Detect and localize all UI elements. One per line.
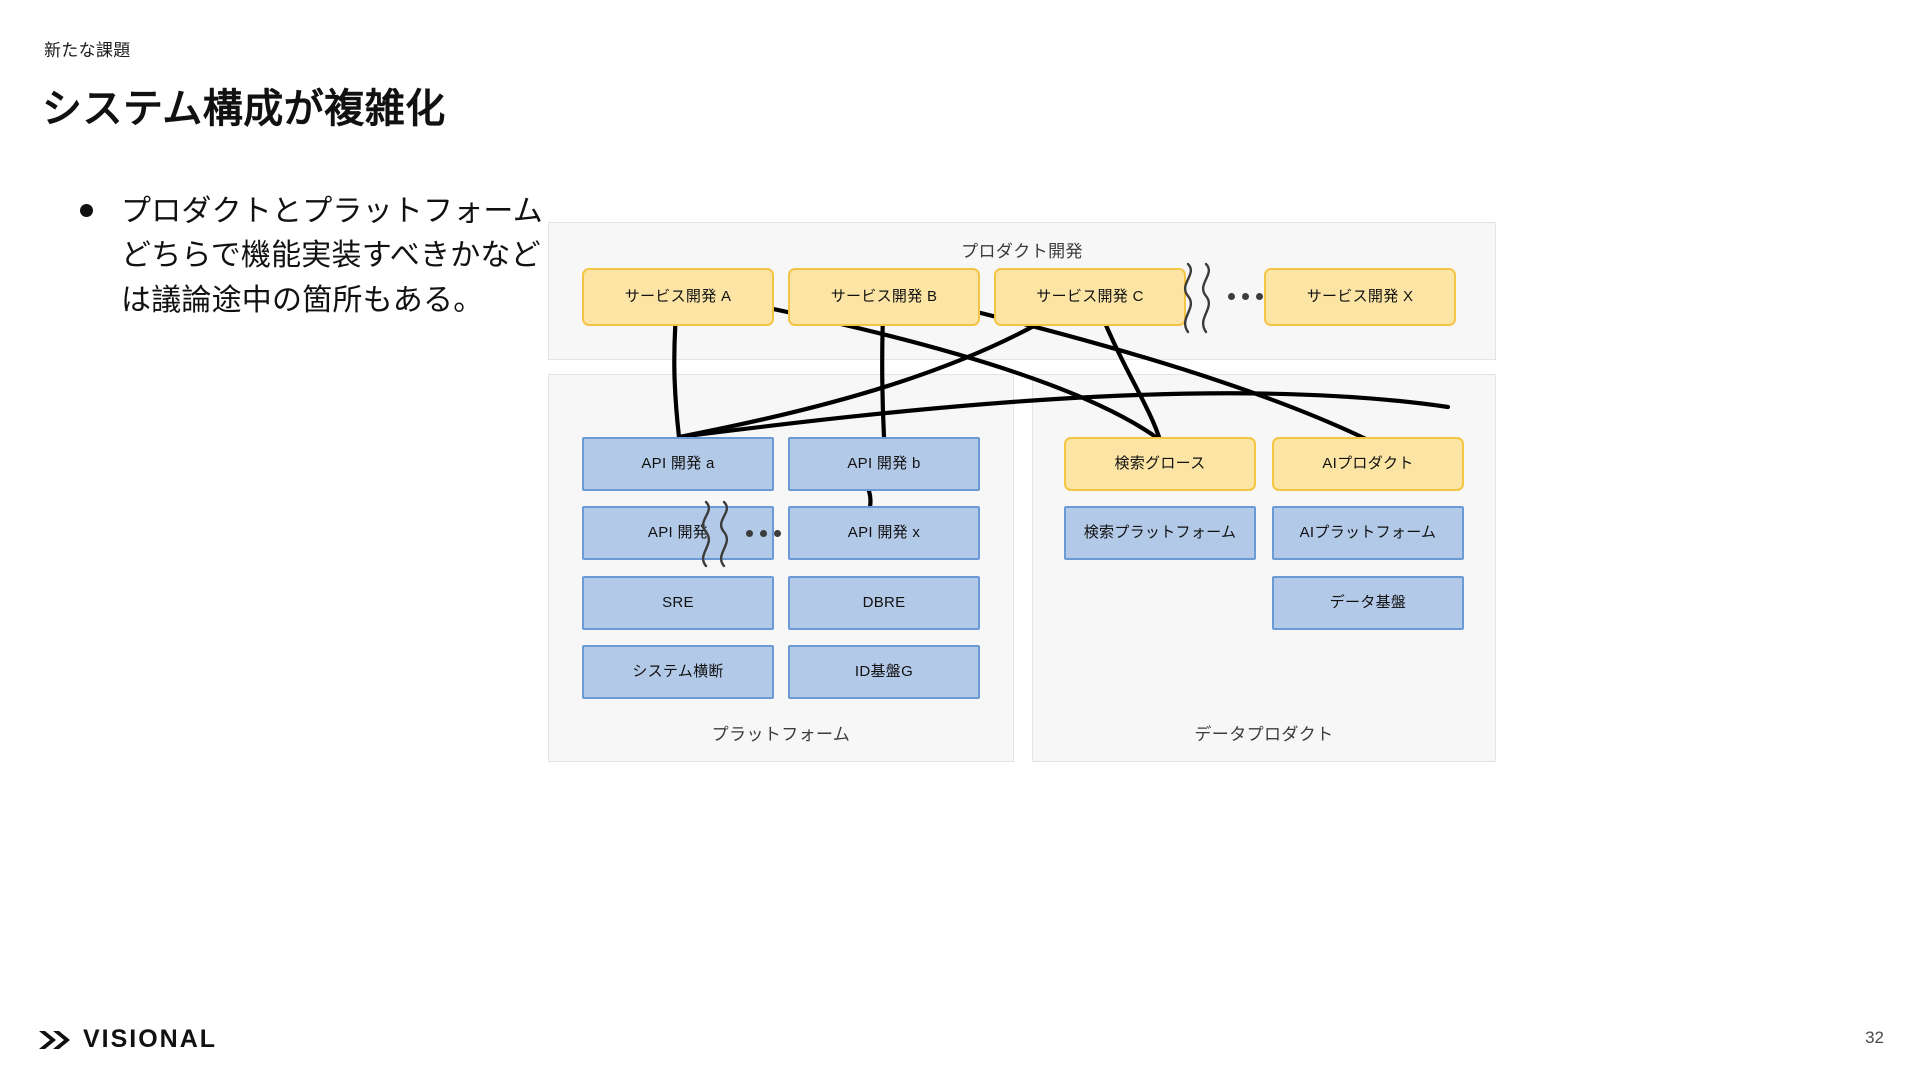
architecture-diagram: プロダクト開発 プラットフォーム データプロダクト (548, 222, 1496, 762)
node-system-cross[interactable]: システム横断 (582, 645, 774, 699)
node-search-growth[interactable]: 検索グロース (1064, 437, 1256, 491)
node-search-growth-label: 検索グロース (1114, 455, 1206, 472)
slide-eyebrow: 新たな課題 (44, 41, 131, 60)
node-data-base-label: データ基盤 (1329, 594, 1407, 611)
node-service-c-label: サービス開発 C (1036, 288, 1144, 305)
panel-data-label: データプロダクト (1194, 725, 1334, 744)
ellipsis-product-row (1228, 293, 1263, 300)
node-id-base-g-label: ID基盤G (854, 663, 914, 680)
ellipsis-api-row (746, 530, 781, 537)
node-data-base[interactable]: データ基盤 (1272, 576, 1464, 630)
visional-logo: VISIONAL (38, 1025, 217, 1054)
node-service-x-label: サービス開発 X (1306, 288, 1414, 305)
node-service-c[interactable]: サービス開発 C (994, 268, 1186, 326)
node-api-b[interactable]: API 開発 b (788, 437, 980, 491)
node-dbre-label: DBRE (862, 594, 906, 611)
bullet-item-text: プロダクトとプラットフォームどちらで機能実装すべきかなどは議論途中の箇所もある。 (121, 195, 543, 317)
page-number: 32 (1865, 1028, 1884, 1047)
node-ai-product-label: AIプロダクト (1322, 455, 1414, 472)
bullet-dot-icon (80, 204, 93, 217)
node-api-x-label: API 開発 x (847, 524, 921, 541)
node-id-base-g[interactable]: ID基盤G (788, 645, 980, 699)
visional-logo-text: VISIONAL (83, 1025, 218, 1053)
node-ai-platform-label: AIプラットフォーム (1299, 524, 1437, 541)
node-sre-label: SRE (662, 594, 694, 611)
node-service-b[interactable]: サービス開発 B (788, 268, 980, 326)
chevron-double-right-icon (39, 1030, 70, 1049)
node-ai-platform[interactable]: AIプラットフォーム (1272, 506, 1464, 560)
node-api-w-label: API 開発 (647, 524, 709, 541)
node-service-b-label: サービス開発 B (830, 288, 938, 305)
node-api-a-label: API 開発 a (641, 455, 715, 472)
node-search-platform[interactable]: 検索プラットフォーム (1064, 506, 1256, 560)
node-search-platform-label: 検索プラットフォーム (1083, 524, 1237, 541)
node-sre[interactable]: SRE (582, 576, 774, 630)
node-service-x[interactable]: サービス開発 X (1264, 268, 1456, 326)
page-title: システム構成が複雑化 (42, 87, 446, 131)
node-service-a-label: サービス開発 A (624, 288, 732, 305)
node-api-w[interactable]: API 開発 (582, 506, 774, 560)
node-service-a[interactable]: サービス開発 A (582, 268, 774, 326)
panel-product-label: プロダクト開発 (961, 242, 1083, 261)
node-api-x[interactable]: API 開発 x (788, 506, 980, 560)
node-api-b-label: API 開発 b (847, 455, 921, 472)
node-dbre[interactable]: DBRE (788, 576, 980, 630)
panel-platform-label: プラットフォーム (711, 725, 851, 744)
node-ai-product[interactable]: AIプロダクト (1272, 437, 1464, 491)
node-system-cross-label: システム横断 (632, 663, 724, 680)
bullet-list: プロダクトとプラットフォームどちらで機能実装すべきかなどは議論途中の箇所もある。 (80, 190, 550, 323)
node-api-a[interactable]: API 開発 a (582, 437, 774, 491)
